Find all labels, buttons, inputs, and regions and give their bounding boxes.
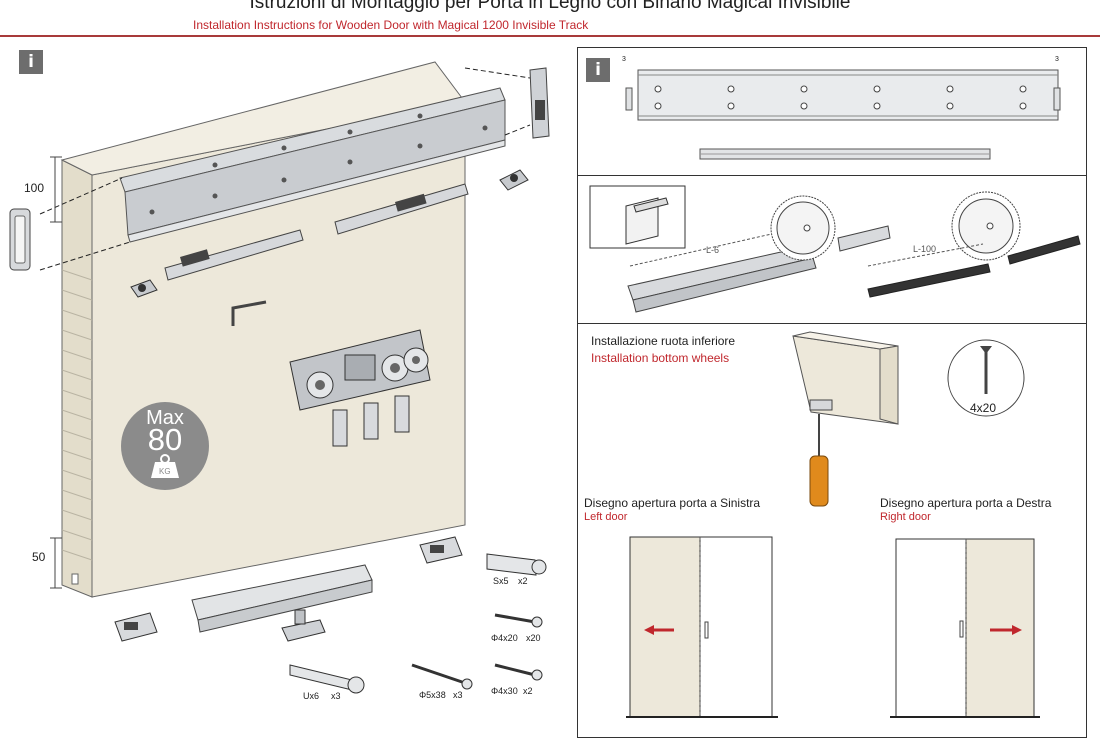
bottom-wheel-subtitle: Installation bottom wheels — [591, 351, 730, 365]
track-overview-panel: i 3 3 — [577, 47, 1087, 177]
installation-drawing — [626, 331, 1040, 718]
part-phi4x30-qty: x2 — [523, 686, 533, 696]
part-phi4x20-qty: x20 — [526, 633, 541, 643]
track-margin-right: 3 — [1055, 56, 1059, 63]
weight-icon — [151, 454, 179, 478]
right-door-title: Disegno apertura porta a Destra — [880, 496, 1052, 510]
page-subtitle: Installation Instructions for Wooden Doo… — [193, 18, 589, 32]
track-drawing — [625, 69, 1061, 160]
left-door-subtitle: Left door — [584, 511, 628, 523]
part-ux6-label: Ux6 — [303, 691, 320, 701]
header-divider — [0, 35, 1100, 37]
header: Istruzioni di Montaggio per Porta in Leg… — [0, 0, 1100, 37]
track-margin-left: 3 — [622, 56, 626, 63]
part-phi4x30-label: Φ4x30 — [491, 686, 518, 696]
page-title: Istruzioni di Montaggio per Porta in Leg… — [249, 0, 851, 13]
cutting-drawing — [589, 185, 1081, 313]
left-door-title: Disegno apertura porta a Sinistra — [584, 496, 761, 510]
cutting-panel: L-6 L-100 — [577, 175, 1087, 325]
part-phi5x38-qty: x3 — [453, 690, 463, 700]
installation-panel: Installazione ruota inferiore Installati… — [577, 323, 1087, 738]
max-load-badge: Max 80 KG — [121, 402, 209, 490]
part-phi5x38-label: Φ5x38 — [419, 690, 446, 700]
part-ux6-qty: x3 — [331, 691, 341, 701]
max-load-value: 80 — [147, 422, 183, 457]
part-sx5-qty: x2 — [518, 576, 528, 586]
part-phi4x20-label: Φ4x20 — [491, 633, 518, 643]
info-icon-right: i — [586, 58, 610, 82]
screw-label: 4x20 — [970, 401, 997, 415]
cut-label-1: L-6 — [706, 245, 720, 255]
part-sx5-label: Sx5 — [493, 576, 509, 586]
bottom-wheel-title: Installazione ruota inferiore — [591, 334, 736, 348]
dimension-top: 100 — [24, 181, 45, 195]
max-load-label: Max — [146, 407, 184, 429]
max-load-unit: KG — [159, 467, 171, 476]
info-icon: i — [19, 50, 43, 74]
dimension-bottom: 50 — [32, 550, 46, 564]
cut-label-2: L-100 — [913, 244, 937, 254]
right-door-subtitle: Right door — [880, 511, 931, 523]
